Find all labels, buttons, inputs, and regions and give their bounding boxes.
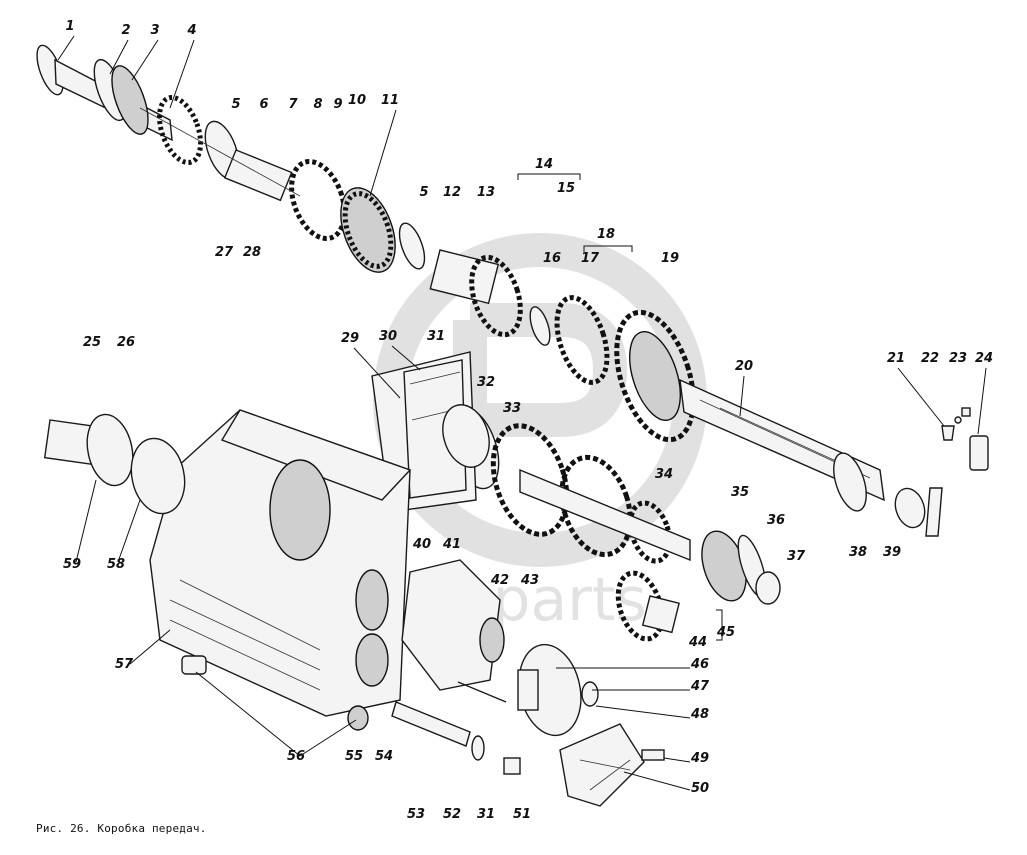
callout-22: 22: [921, 351, 939, 366]
rear-bearing-housing: [401, 559, 507, 703]
callout-49: 49: [690, 751, 709, 766]
callout-46: 46: [690, 657, 709, 672]
callout-55: 55: [345, 749, 363, 764]
callout-5: 5: [419, 185, 428, 200]
callout-40: 40: [412, 537, 431, 552]
secondary-shaft-assembly: [429, 249, 943, 537]
speedometer-drive-parts: [941, 407, 989, 471]
callout-41: 41: [442, 537, 461, 552]
callout-18: 18: [597, 227, 615, 242]
callout-8: 8: [313, 97, 322, 112]
callout-37: 37: [787, 549, 806, 564]
callout-23: 23: [949, 351, 967, 366]
callout-31: 31: [477, 807, 495, 822]
callout-3: 3: [150, 23, 159, 38]
callout-32: 32: [477, 375, 495, 390]
callout-7: 7: [288, 97, 298, 112]
callout-19: 19: [661, 251, 679, 266]
callout-33: 33: [503, 401, 521, 416]
reverse-gear-assembly: [615, 570, 680, 642]
callout-53: 53: [407, 807, 425, 822]
callout-16: 16: [543, 251, 561, 266]
callout-9: 9: [333, 97, 342, 112]
group-brackets: [517, 173, 723, 641]
leader-lines: [57, 35, 987, 791]
callout-12: 12: [443, 185, 461, 200]
callout-14: 14: [535, 157, 553, 172]
rear-bearing-parts: [701, 530, 781, 605]
lower-small-parts: [181, 655, 665, 775]
callout-27: 27: [215, 245, 234, 260]
callout-48: 48: [690, 707, 709, 722]
callout-31: 31: [427, 329, 445, 344]
callout-24: 24: [975, 351, 993, 366]
callout-44: 44: [688, 635, 707, 650]
callout-42: 42: [490, 573, 509, 588]
callout-20: 20: [735, 359, 753, 374]
callout-26: 26: [117, 335, 135, 350]
callout-10: 10: [348, 93, 366, 108]
callout-57: 57: [115, 657, 134, 672]
callout-58: 58: [107, 557, 125, 572]
callout-5: 5: [231, 97, 240, 112]
callout-47: 47: [690, 679, 710, 694]
callout-17: 17: [581, 251, 600, 266]
figure-caption: Рис. 26. Коробка передач.: [36, 822, 207, 835]
callout-52: 52: [443, 807, 461, 822]
callout-1: 1: [65, 19, 74, 34]
input-cover-assembly: [43, 413, 186, 515]
callout-25: 25: [83, 335, 101, 350]
callout-13: 13: [477, 185, 495, 200]
callout-51: 51: [513, 807, 531, 822]
callout-39: 39: [883, 545, 901, 560]
callout-2: 2: [121, 23, 130, 38]
callout-35: 35: [731, 485, 749, 500]
callout-21: 21: [887, 351, 905, 366]
callout-11: 11: [381, 93, 399, 108]
callout-28: 28: [243, 245, 261, 260]
callout-15: 15: [557, 181, 575, 196]
callout-59: 59: [63, 557, 81, 572]
callout-43: 43: [520, 573, 539, 588]
callout-38: 38: [849, 545, 867, 560]
callout-36: 36: [767, 513, 785, 528]
callout-50: 50: [691, 781, 709, 796]
callout-34: 34: [655, 467, 673, 482]
callout-45: 45: [716, 625, 735, 640]
callout-54: 54: [375, 749, 393, 764]
flange-and-cover: [517, 643, 645, 807]
callout-56: 56: [287, 749, 305, 764]
primary-shaft-assembly: [36, 44, 426, 273]
callout-29: 29: [341, 331, 359, 346]
callout-6: 6: [259, 97, 268, 112]
callout-30: 30: [379, 329, 397, 344]
callout-4: 4: [186, 23, 196, 38]
